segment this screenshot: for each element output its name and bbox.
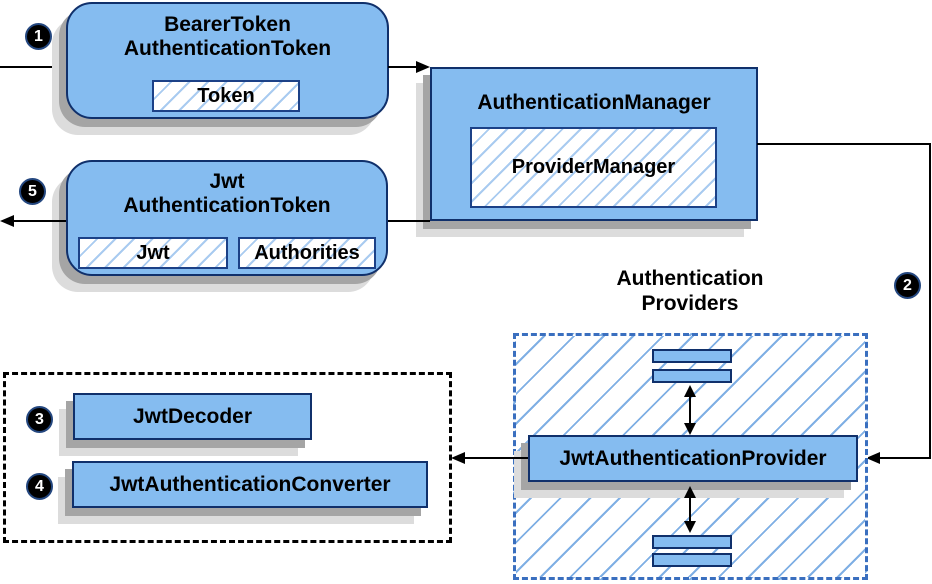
upper-double-arrow-down-icon xyxy=(684,423,696,435)
provider-placeholder-rect xyxy=(652,553,732,567)
jwt-authentication-provider-node: JwtAuthenticationProvider xyxy=(528,435,858,482)
incoming-request-line xyxy=(0,66,66,68)
bearer-token-authentication-token-node: BearerToken AuthenticationToken Token xyxy=(66,2,389,119)
upper-double-arrow-up-icon xyxy=(684,385,696,397)
lower-double-arrow-down-icon xyxy=(684,521,696,533)
token-field: Token xyxy=(152,80,300,112)
jwt-token-title-line2: AuthenticationToken xyxy=(123,194,331,217)
provider-placeholder-rect xyxy=(652,535,732,549)
bearer-token-title-line2: AuthenticationToken xyxy=(123,37,332,60)
authorities-field: Authorities xyxy=(238,237,376,269)
bearer-token-node-title: BearerToken AuthenticationToken xyxy=(68,13,387,61)
jwt-authentication-token-node: Jwt AuthenticationToken Jwt Authorities xyxy=(66,160,388,276)
decoder-converter-group-box xyxy=(3,372,452,543)
authentication-manager-node: AuthenticationManager ProviderManager xyxy=(430,67,758,221)
provider-to-decoder-arrowhead-icon xyxy=(451,452,465,464)
upper-double-arrow-line xyxy=(689,395,691,425)
provider-manager-field: ProviderManager xyxy=(470,127,717,208)
outgoing-response-arrowhead-icon xyxy=(0,215,14,227)
bearer-to-manager-arrowhead-icon xyxy=(416,61,430,73)
bearer-to-manager-line xyxy=(388,66,418,68)
outgoing-response-line xyxy=(12,220,66,222)
manager-to-jwt-token-line xyxy=(388,220,430,222)
bearer-token-title-line1: BearerToken xyxy=(164,13,291,36)
jwt-token-node-title: Jwt AuthenticationToken xyxy=(68,170,386,218)
authentication-providers-label: Authentication Providers xyxy=(575,266,805,316)
jwt-decoder-node: JwtDecoder xyxy=(73,393,312,440)
providers-label-line1: Authentication xyxy=(616,267,764,290)
manager-to-provider-line-bottom xyxy=(879,457,931,459)
manager-to-provider-line-vertical xyxy=(929,143,931,459)
provider-to-decoder-line xyxy=(464,457,528,459)
step-4-badge: 4 xyxy=(26,473,53,500)
lower-double-arrow-line xyxy=(689,496,691,523)
lower-double-arrow-up-icon xyxy=(684,486,696,498)
provider-placeholder-rect xyxy=(652,369,732,383)
step-5-badge: 5 xyxy=(19,178,46,205)
authentication-manager-title: AuthenticationManager xyxy=(477,91,711,114)
providers-label-line2: Providers xyxy=(641,292,739,315)
jwt-token-title-line1: Jwt xyxy=(209,170,245,193)
manager-to-provider-arrowhead-icon xyxy=(866,452,880,464)
step-2-badge: 2 xyxy=(894,272,921,299)
step-1-badge: 1 xyxy=(25,23,52,50)
jwt-authentication-converter-node: JwtAuthenticationConverter xyxy=(72,461,428,508)
step-3-badge: 3 xyxy=(26,406,53,433)
provider-placeholder-rect xyxy=(652,349,732,363)
manager-to-provider-line-top xyxy=(757,143,931,145)
jwt-field: Jwt xyxy=(78,237,228,269)
